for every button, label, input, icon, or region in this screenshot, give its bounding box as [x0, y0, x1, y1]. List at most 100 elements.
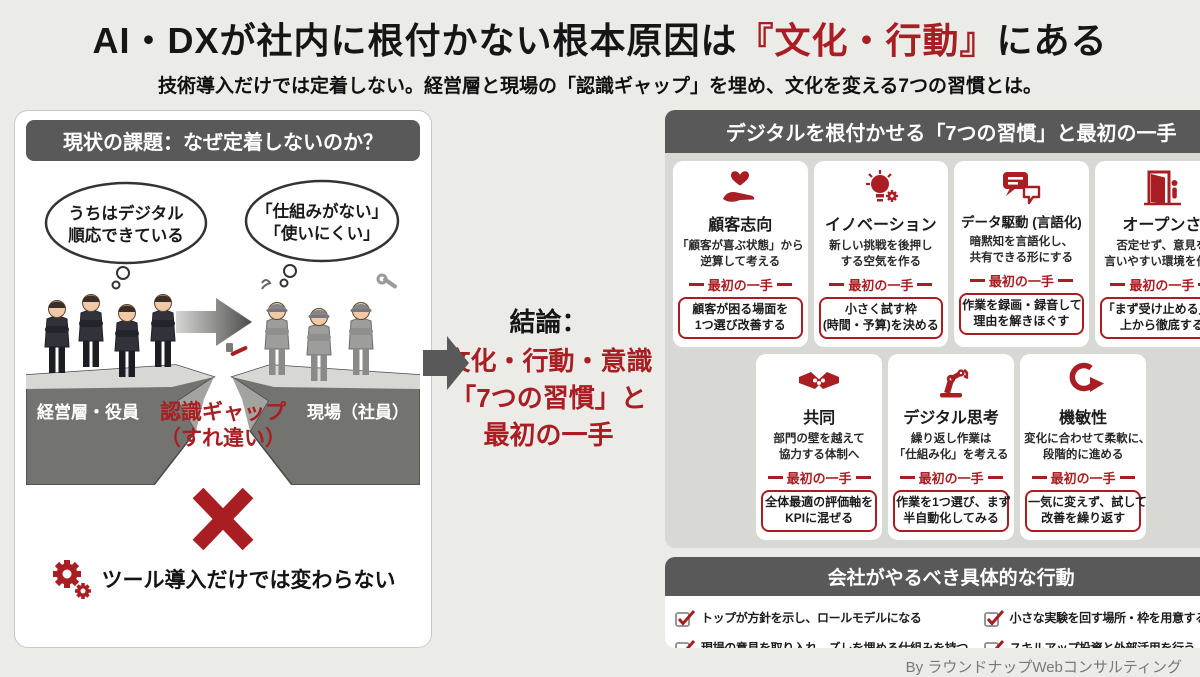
- action-item: トップが方針を示し、ロールモデルになる: [675, 609, 980, 627]
- habit-title: オープンさ: [1122, 217, 1200, 234]
- credit-line: By ラウンドナップWebコンサルティング: [905, 659, 1182, 676]
- title-suffix: にある: [996, 20, 1108, 61]
- conclusion-line1: 文化・行動・意識: [444, 346, 653, 376]
- seven-habits-panel: デジタルを根付かせる「7つの習慣」と最初の一手 顧客志向 「顧客が喜ぶ状態」から…: [665, 110, 1200, 548]
- heart-in-hand-icon: [677, 168, 804, 208]
- dash-decoration: [987, 476, 1003, 479]
- actions-panel-header: 会社がやるべき具体的な行動: [665, 556, 1200, 596]
- dash-decoration: [829, 283, 845, 286]
- dash-decoration: [917, 283, 933, 286]
- current-problem-panel: 現状の課題：なぜ定着しないのか？: [14, 110, 432, 648]
- habit-desc: 新しい挑戦を後押しする空気を作る: [818, 238, 945, 270]
- first-move-box: 「まず受け止める」を上から徹底する: [1099, 297, 1200, 339]
- page-subtitle: 技術導入だけでは定着しない。経営層と現場の「認識ギャップ」を埋め、文化を変える7…: [158, 76, 1042, 97]
- first-move-label: 最初の一手: [958, 271, 1085, 290]
- conclusion-column: 結論： 文化・行動・意識 「7つの習慣」と 最初の一手: [423, 110, 665, 648]
- habit-desc: 変化に合わせて柔軟に、段階的に進める: [1024, 431, 1150, 463]
- move-line: KPIに混ぜる: [785, 510, 854, 525]
- first-move-text: 最初の一手: [707, 278, 773, 294]
- first-move-text: 最初の一手: [1050, 471, 1116, 487]
- worker-thought-line1: 「仕組みがない」: [256, 201, 388, 221]
- move-line: 一気に変えず、試して: [1028, 495, 1147, 510]
- first-move-label: 最初の一手: [677, 275, 804, 294]
- title-prefix: AI・DXが社内に根付かない根本原因は: [92, 20, 738, 61]
- handshake-icon: [760, 361, 878, 401]
- checkbox-checked-icon: [675, 639, 696, 648]
- gears-icon: [52, 560, 91, 599]
- move-line: 1つ選び改善する: [694, 318, 786, 333]
- gap-label-line2: （すれ違い）: [160, 426, 286, 450]
- habit-desc: 「顧客が喜ぶ状態」から逆算して考える: [677, 238, 804, 270]
- dash-decoration: [855, 476, 871, 479]
- habit-desc-line: 協力する体制へ: [778, 448, 860, 461]
- robot-arm-icon: [892, 361, 1010, 401]
- habit-card-data-driven: データ駆動 (言語化) 暗黙知を言語化し、共有できる形にする 最初の一手 作業を…: [954, 161, 1089, 347]
- habit-desc-line: 新しい挑戦を後押し: [829, 240, 933, 252]
- habit-desc-line: 「顧客が喜ぶ状態」から: [677, 240, 804, 252]
- action-item: 現場の意見を取り入れ、ズレを埋める仕組みを持つ: [675, 639, 980, 648]
- cliff-left-label: 経営層・役員: [37, 402, 139, 422]
- move-line: 小さく試す枠: [844, 302, 917, 317]
- dash-decoration: [1057, 279, 1073, 282]
- worker-thought-line2: 「使いにくい」: [264, 223, 379, 243]
- dash-decoration: [1198, 283, 1200, 286]
- loop-arrow-icon: [1024, 361, 1142, 401]
- habit-title: イノベーション: [824, 217, 937, 234]
- habit-desc-line: する空気を作る: [840, 256, 922, 269]
- habit-desc: 暗黙知を言語化し、共有できる形にする: [958, 234, 1085, 266]
- move-line: 作業を1つ選び、まず: [896, 495, 1011, 510]
- first-move-box: 一気に変えず、試して改善を繰り返す: [1025, 490, 1147, 532]
- first-move-text: 最初の一手: [786, 471, 852, 487]
- first-move-label: 最初の一手: [1099, 275, 1200, 294]
- dash-decoration: [1119, 476, 1135, 479]
- dash-decoration: [899, 476, 915, 479]
- page-title: AI・DXが社内に根付かない根本原因は『文化・行動』にある: [0, 12, 1200, 64]
- first-move-text: 最初の一手: [918, 471, 984, 487]
- conclusion-block: 結論： 文化・行動・意識 「7つの習慣」と 最初の一手: [432, 302, 665, 454]
- dash-decoration: [767, 476, 783, 479]
- habit-title: 共同: [803, 409, 836, 427]
- left-panel-header: 現状の課題：なぜ定着しないのか？: [26, 120, 420, 161]
- company-actions-panel: 会社がやるべき具体的な行動 トップが方針を示し、ロールモデルになる 現場の意見を…: [665, 556, 1200, 648]
- move-line: 全体最適の評価軸を: [765, 495, 874, 510]
- conclusion-heading: 結論：: [509, 307, 588, 337]
- move-line: 上から徹底する: [1119, 318, 1200, 333]
- exec-thought-line2: 順応できている: [68, 225, 184, 245]
- lightbulb-gear-icon: [818, 168, 945, 208]
- first-move-label: 最初の一手: [818, 275, 945, 294]
- first-move-text: 最初の一手: [848, 278, 914, 294]
- tools-not-enough-message: ツール導入だけでは変わらない: [101, 569, 396, 592]
- move-line: 顧客が困る場面を: [692, 302, 789, 317]
- habit-desc-line: 逆算して考える: [700, 256, 781, 269]
- habit-desc-line: 段階的に進める: [1042, 448, 1124, 461]
- habit-desc-line: 部門の壁を越えて: [773, 432, 865, 445]
- first-move-text: 最初の一手: [1129, 278, 1195, 294]
- move-line: 改善を繰り返す: [1041, 510, 1126, 525]
- x-mark-icon: [192, 487, 254, 551]
- open-door-icon: [1099, 168, 1200, 208]
- action-item: 小さな実験を回す場所・枠を用意する: [983, 609, 1200, 627]
- move-line: (時間・予算)を決める: [822, 318, 939, 333]
- habit-title: 顧客志向: [708, 217, 773, 234]
- move-line: 「まず受け止める」を: [1102, 302, 1200, 317]
- first-move-box: 作業を1つ選び、まず半自動化してみる: [893, 490, 1011, 532]
- action-item: スキルアップ投資と外部活用を行う: [983, 639, 1200, 648]
- habit-desc: 否定せず、意見を言いやすい環境を作る: [1099, 238, 1200, 270]
- habit-title: 機敏性: [1059, 409, 1108, 427]
- exec-thought-line1: うちはデジタル: [68, 203, 184, 223]
- habit-title: デジタル思考: [903, 409, 999, 427]
- habits-panel-header: デジタルを根付かせる「7つの習慣」と最初の一手: [665, 110, 1200, 153]
- move-line: 半自動化してみる: [903, 510, 999, 525]
- conclusion-line2: 「7つの習慣」と: [450, 382, 647, 413]
- action-item-text: 小さな実験を回す場所・枠を用意する: [1009, 611, 1200, 626]
- action-item-text: 現場の意見を取り入れ、ズレを埋める仕組みを持つ: [701, 639, 968, 648]
- action-item-text: トップが方針を示し、ロールモデルになる: [701, 611, 922, 626]
- habit-desc: 部門の壁を越えて協力する体制へ: [760, 431, 878, 463]
- dash-decoration: [1031, 476, 1047, 479]
- habit-title: データ駆動 (言語化): [960, 215, 1082, 230]
- move-line: 理由を解きほぐす: [973, 314, 1070, 329]
- first-move-label: 最初の一手: [760, 468, 878, 487]
